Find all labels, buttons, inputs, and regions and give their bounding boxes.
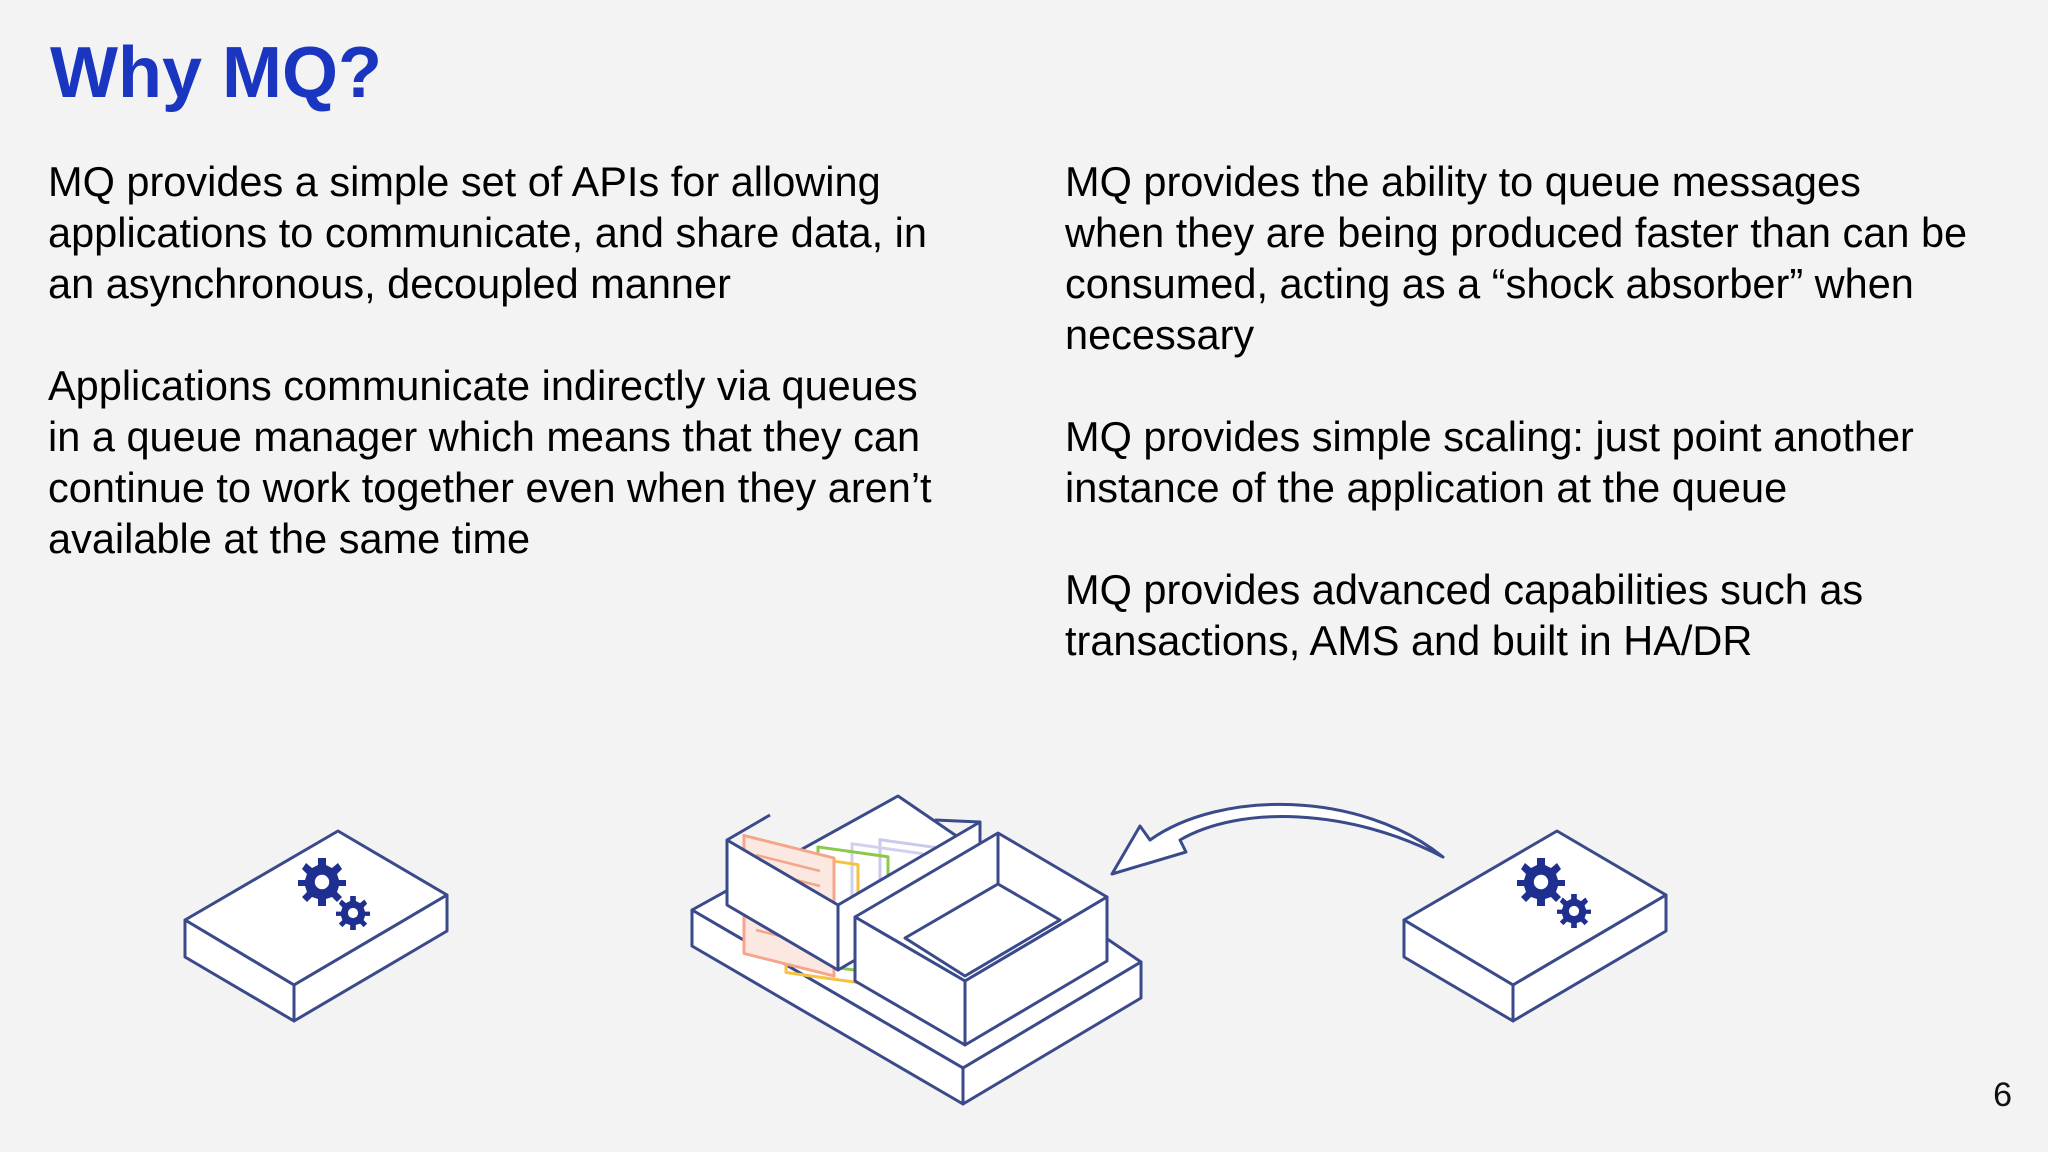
- right-paragraph-2: MQ provides simple scaling: just point a…: [1065, 413, 1914, 511]
- right-paragraph-1: MQ provides the ability to queue message…: [1065, 158, 1968, 358]
- left-paragraph-2: Applications communicate indirectly via …: [48, 362, 932, 562]
- page-number: 6: [1993, 1076, 2012, 1114]
- right-application-icon: [1402, 829, 1668, 1023]
- left-paragraph-1: MQ provides a simple set of APIs for all…: [48, 158, 927, 307]
- queue-manager-icon: [690, 794, 1143, 1106]
- left-application-icon: [183, 829, 449, 1023]
- slide-title: Why MQ?: [50, 33, 382, 113]
- right-paragraph-3: MQ provides advanced capabilities such a…: [1065, 566, 1864, 664]
- right-text-column: MQ provides the ability to queue message…: [1065, 156, 2025, 717]
- left-text-column: MQ provides a simple set of APIs for all…: [48, 156, 1048, 615]
- curved-arrow-icon: [1110, 802, 1445, 876]
